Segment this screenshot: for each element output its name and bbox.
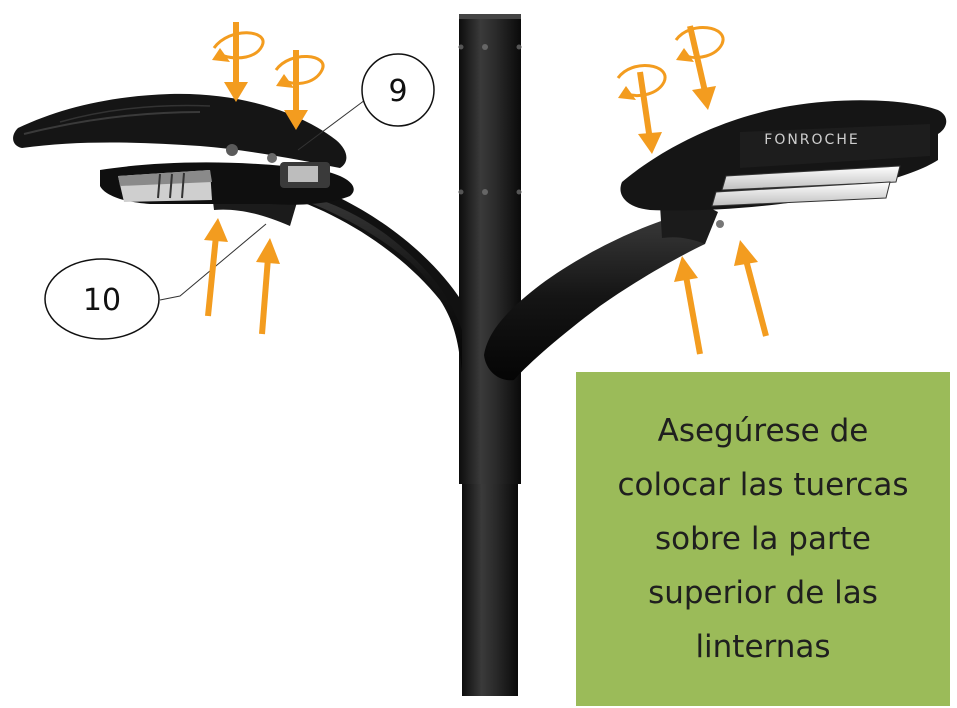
installation-note: Asegúrese de colocar las tuercas sobre l… [576,372,950,706]
brand-label: FONROCHE [764,132,859,148]
callout-9-label: 9 [388,74,407,109]
note-line: Asegúrese de [657,413,869,449]
callout-10: 10 [44,258,160,340]
callout-10-label: 10 [83,283,121,318]
clockwise-rotate-icon [674,26,725,62]
right-luminaire: FONROCHE [620,100,947,228]
clockwise-rotate-icon [274,55,325,88]
left-luminaire [13,93,354,205]
left-arm-body [262,186,462,372]
clockwise-rotate-icon [212,31,265,62]
arrow-up-icon [256,238,280,335]
note-line: linternas [695,629,831,665]
callout-10-leader [159,223,267,301]
right-arm-collar [660,202,718,244]
clockwise-rotate-icon [616,64,667,100]
pole [458,14,522,696]
arrow-up-icon [204,218,228,317]
arrow-up-icon [734,240,769,337]
arrow-down-icon [637,71,662,154]
note-line: colocar las tuercas [617,467,909,503]
callout-9-leader [297,99,366,151]
arrow-down-icon [687,25,716,110]
note-background [576,372,950,706]
arrow-up-icon [674,256,703,355]
right-arm [484,212,705,381]
note-line: sobre la parte [655,521,871,557]
callout-9: 9 [361,53,435,127]
note-line: superior de las [648,575,878,611]
